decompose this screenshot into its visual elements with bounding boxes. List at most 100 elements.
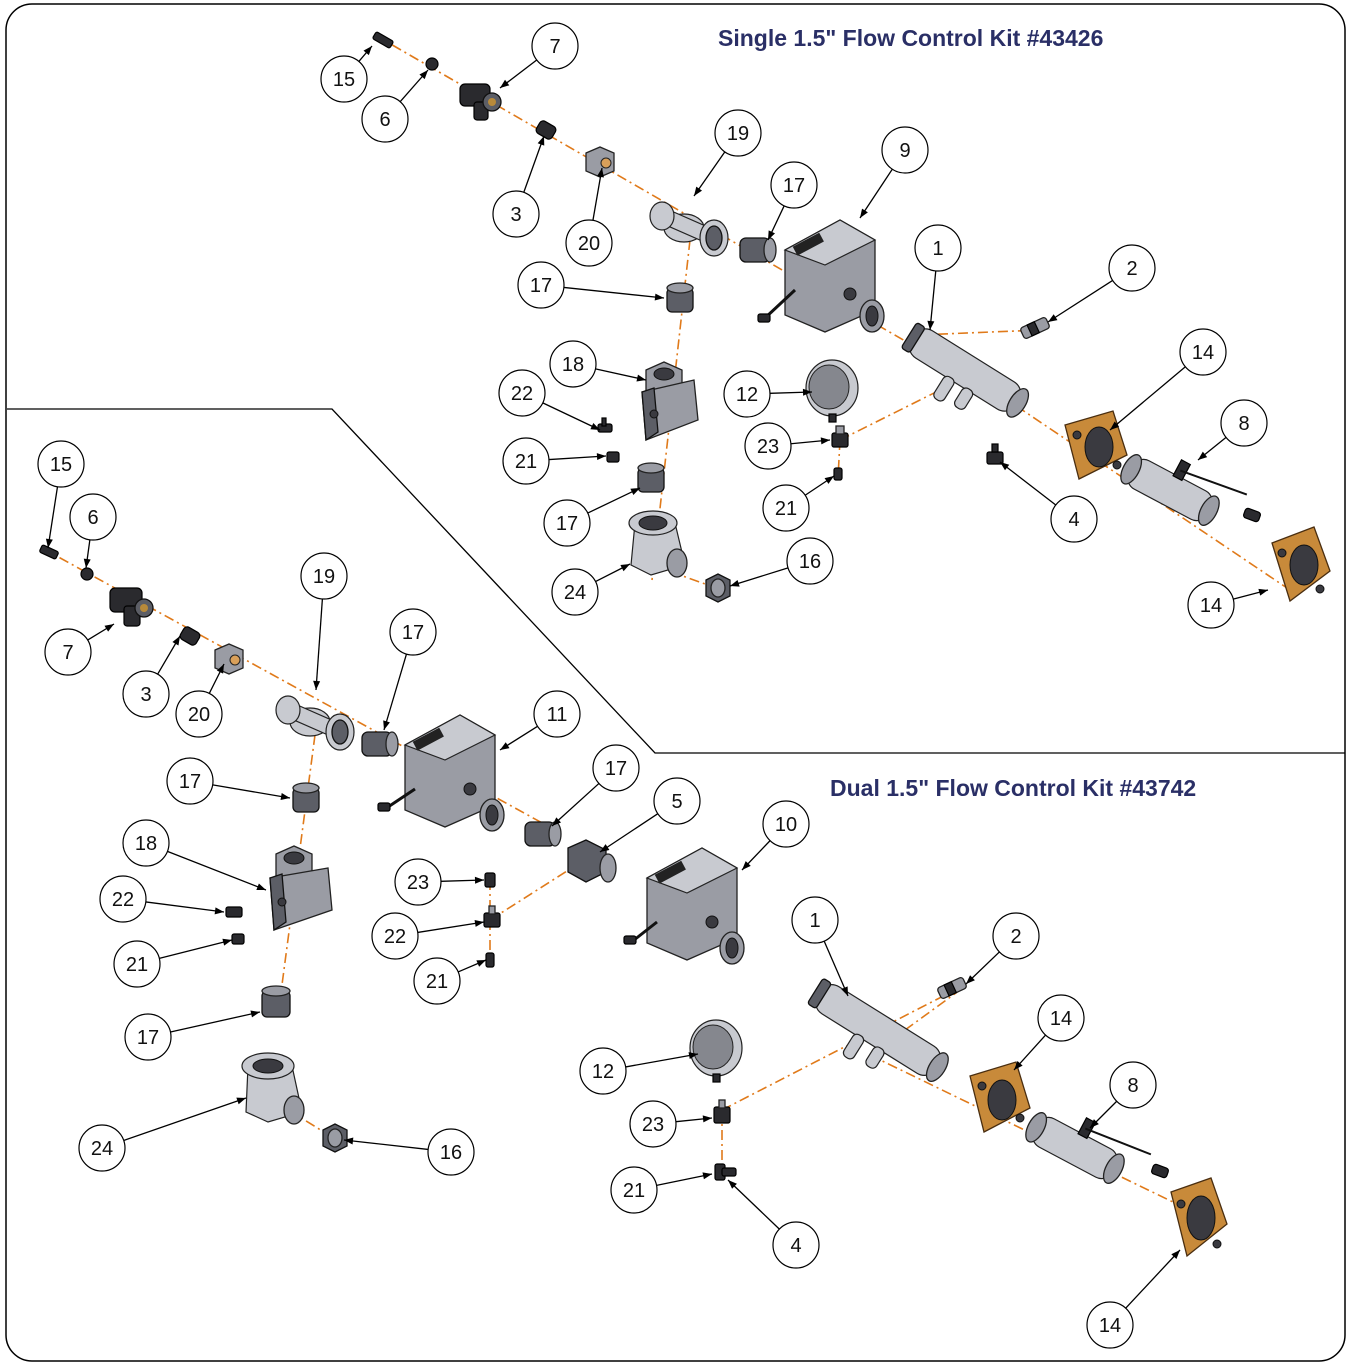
dual-balloon-23: 23 (629, 1100, 677, 1148)
dual-leader-line (823, 940, 849, 997)
dual-leader-arrowhead (1090, 1119, 1099, 1128)
balloon-circle (320, 55, 368, 103)
balloon-circle (113, 940, 161, 988)
dual-leader-arrowhead (552, 817, 562, 826)
balloon-circle (1220, 399, 1268, 447)
single-balloon-4: 4 (1050, 495, 1098, 543)
balloon-number: 21 (515, 451, 537, 473)
single-leader-line (548, 455, 607, 461)
single-leader-arrowhead (597, 168, 604, 178)
balloon-circle (772, 1221, 820, 1269)
balloon-circle (124, 1013, 172, 1061)
balloon-circle (629, 1100, 677, 1148)
balloon-circle (122, 670, 170, 718)
dual-balloon-1: 1 (791, 896, 839, 944)
balloon-number: 24 (564, 582, 586, 604)
single-leader-line (729, 567, 789, 587)
balloon-number: 23 (757, 436, 779, 458)
dual-leader-line (145, 901, 225, 913)
single-balloon-16: 16 (786, 537, 834, 585)
balloon-circle (69, 493, 117, 541)
dual-kit-title: Dual 1.5" Flow Control Kit #43742 (830, 775, 1196, 801)
dual-leader-line (727, 1179, 780, 1230)
balloon-number: 20 (188, 704, 210, 726)
dual-leader-arrowhead (280, 793, 290, 800)
balloon-number: 23 (642, 1114, 664, 1136)
balloon-circle (914, 224, 962, 272)
balloon-circle (361, 95, 409, 143)
dual-balloon-15: 15 (37, 440, 85, 488)
dual-leader-arrowhead (236, 1097, 246, 1105)
balloon-circle (531, 22, 579, 70)
balloon-circle (579, 1047, 627, 1095)
dual-leader-arrowhead (742, 861, 751, 870)
balloon-number: 3 (510, 204, 521, 226)
single-balloon-12: 12 (723, 370, 771, 418)
single-balloon-17: 17 (543, 499, 591, 547)
dual-balloon-16: 16 (427, 1128, 475, 1176)
balloon-number: 4 (790, 1235, 801, 1257)
balloon-circle (175, 690, 223, 738)
single-balloon-21: 21 (762, 484, 810, 532)
dual-leader-arrowhead (313, 680, 321, 690)
balloon-number: 24 (91, 1138, 113, 1160)
balloon-circle (498, 369, 546, 417)
single-leader-arrowhead (620, 564, 630, 572)
balloon-circle (394, 858, 442, 906)
balloon-circle (770, 161, 818, 209)
single-balloon-1: 1 (914, 224, 962, 272)
single-kit-assembly (372, 31, 1331, 603)
dual-leader-arrowhead (344, 1137, 354, 1145)
dual-leader-line (315, 598, 324, 691)
single-leader-arrowhead (1110, 421, 1120, 430)
balloon-circle (762, 484, 810, 532)
balloon-number: 1 (809, 910, 820, 932)
dual-leader-arrowhead (702, 1115, 712, 1123)
dual-balloon-24: 24 (78, 1124, 126, 1172)
dual-balloon-17: 17 (592, 744, 640, 792)
balloon-number: 15 (50, 454, 72, 476)
dual-leader-line (1125, 1249, 1181, 1309)
balloon-circle (1037, 994, 1085, 1042)
single-leader-arrowhead (824, 476, 834, 484)
dual-leader-arrowhead (500, 742, 510, 750)
dual-leader-arrowhead (250, 1010, 260, 1018)
single-balloon-3: 3 (492, 190, 540, 238)
single-balloon-14: 14 (1187, 581, 1235, 629)
balloon-number: 17 (402, 622, 424, 644)
dual-leader-arrowhead (966, 975, 975, 984)
balloon-number: 7 (549, 36, 560, 58)
balloon-number: 21 (775, 498, 797, 520)
balloon-number: 8 (1238, 413, 1249, 435)
single-leader-arrowhead (730, 579, 740, 587)
balloon-circle (565, 219, 613, 267)
balloon-circle (762, 800, 810, 848)
single-leader-arrowhead (419, 70, 428, 80)
balloon-circle (1108, 244, 1156, 292)
dual-leader-arrowhead (728, 1180, 737, 1189)
balloon-number: 19 (313, 566, 335, 588)
dual-leader-arrowhead (600, 844, 610, 852)
balloon-number: 17 (605, 758, 627, 780)
balloon-number: 15 (333, 69, 355, 91)
balloon-number: 21 (426, 971, 448, 993)
single-leader-arrowhead (500, 79, 510, 88)
balloon-number: 22 (384, 926, 406, 948)
balloon-circle (371, 912, 419, 960)
single-balloon-9: 9 (881, 126, 929, 174)
dual-balloon-2: 2 (992, 912, 1040, 960)
single-leader-arrowhead (636, 374, 646, 382)
single-leader-arrowhead (363, 46, 372, 56)
single-balloon-19: 19 (714, 109, 762, 157)
balloon-circle (413, 957, 461, 1005)
dual-balloon-22: 22 (99, 875, 147, 923)
balloon-circle (1187, 581, 1235, 629)
balloon-number: 12 (592, 1061, 614, 1083)
balloon-number: 11 (547, 704, 568, 726)
balloon-circle (1179, 328, 1227, 376)
single-balloon-17: 17 (517, 261, 565, 309)
balloon-circle (786, 537, 834, 585)
balloon-number: 2 (1126, 258, 1137, 280)
single-leader-arrowhead (1048, 314, 1058, 322)
single-leader-line (929, 270, 937, 331)
